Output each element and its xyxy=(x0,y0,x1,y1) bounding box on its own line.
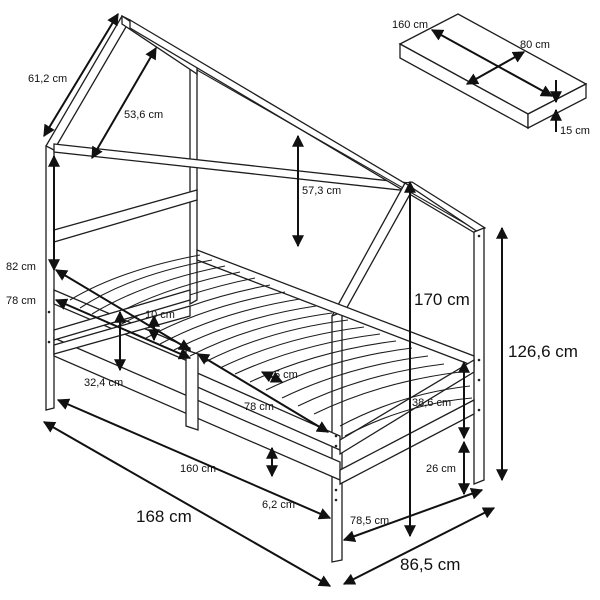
label-roof-height: 57,3 cm xyxy=(302,185,341,197)
label-inner-78: 78 cm xyxy=(244,401,274,413)
roof-ridge-front xyxy=(53,143,410,192)
label-mattress-length: 160 cm xyxy=(392,19,428,31)
label-gap-10: 10 cm xyxy=(145,309,175,321)
dimension-labels: 160 cm 80 cm 15 cm 61,2 cm 53,6 cm 57,3 … xyxy=(6,19,590,574)
label-mattress-height: 15 cm xyxy=(560,125,590,137)
label-total-height: 170 cm xyxy=(414,290,470,309)
label-roof-inner: 53,6 cm xyxy=(124,109,163,121)
label-inner-785: 78,5 cm xyxy=(350,515,389,527)
right-roof-rafter-back xyxy=(403,181,487,233)
label-inner-160: 160 cm xyxy=(180,463,216,475)
label-roof-slope: 61,2 cm xyxy=(28,73,67,85)
label-rail-low: 78 cm xyxy=(6,295,36,307)
label-mattress-width: 80 cm xyxy=(520,39,550,51)
dimension-lines xyxy=(42,12,562,587)
head-rail-top xyxy=(53,189,198,243)
left-front-post xyxy=(45,143,55,411)
label-length: 168 cm xyxy=(136,507,192,526)
dim-width xyxy=(342,507,496,585)
dim-mattress-width xyxy=(465,51,526,85)
dim-roof-slope xyxy=(43,12,119,138)
bed-frame xyxy=(45,14,487,563)
label-slat-gap: 5 cm xyxy=(274,369,298,381)
dim-roof-inner xyxy=(91,46,157,160)
label-frame-height: 32,4 cm xyxy=(84,377,123,389)
label-rail-top: 82 cm xyxy=(6,261,36,273)
mattress xyxy=(398,13,588,130)
roof-ridge-line xyxy=(196,69,481,233)
bolt-dots xyxy=(47,234,481,502)
mattress-side xyxy=(527,82,587,130)
label-width: 86,5 cm xyxy=(400,555,460,574)
label-guard-height: 38,6 cm xyxy=(412,397,451,409)
dim-slat-gap xyxy=(260,371,284,383)
right-roof-rafter-front xyxy=(331,182,415,321)
label-slat-drop: 6,2 cm xyxy=(262,499,295,511)
guard-post xyxy=(185,349,199,431)
left-back-post xyxy=(189,64,198,306)
dim-length xyxy=(42,421,332,587)
right-back-post xyxy=(473,227,485,485)
label-side-height: 126,6 cm xyxy=(508,342,578,361)
label-leg-height: 26 cm xyxy=(426,463,456,475)
